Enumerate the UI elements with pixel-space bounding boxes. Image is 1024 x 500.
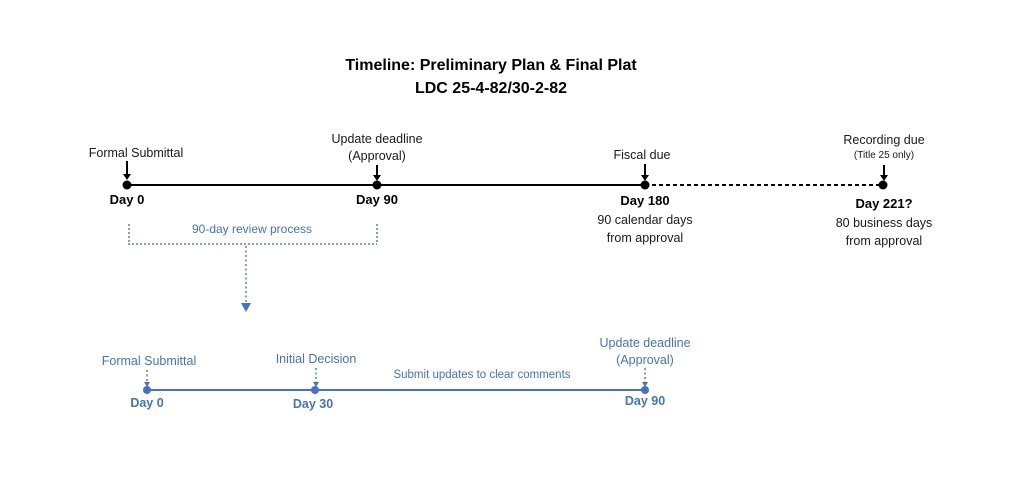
main-event-day180-note2: from approval bbox=[606, 230, 684, 245]
main-event-day180-note1: 90 calendar days bbox=[597, 212, 693, 227]
down-arrow-icon bbox=[641, 164, 649, 181]
down-arrow-icon bbox=[373, 165, 381, 181]
down-arrow-icon bbox=[642, 368, 648, 387]
sub-event-update-deadline-line1: Update deadline bbox=[599, 336, 691, 350]
down-arrow-icon bbox=[144, 370, 150, 387]
main-event-update-deadline-line2: (Approval) bbox=[348, 148, 406, 163]
sub-dot-day90 bbox=[641, 386, 649, 394]
main-event-formal-submittal-label: Formal Submittal bbox=[88, 146, 184, 160]
sub-timeline-line bbox=[147, 389, 645, 391]
sub-event-initial-decision-label: Initial Decision bbox=[275, 352, 357, 366]
down-arrow-icon bbox=[241, 246, 251, 312]
diagram-title-line2: LDC 25-4-82/30-2-82 bbox=[414, 80, 568, 97]
sub-event-day30-label: Day 30 bbox=[292, 397, 334, 411]
main-dot-day221 bbox=[878, 180, 888, 190]
main-timeline-solid-line bbox=[127, 184, 645, 186]
sub-event-day0-label: Day 0 bbox=[130, 396, 164, 410]
main-event-update-deadline-line1: Update deadline bbox=[331, 132, 423, 146]
down-arrow-icon bbox=[313, 368, 319, 387]
main-event-recording-due-block: Recording due (Title 25 only) bbox=[843, 132, 924, 164]
main-event-update-deadline-label: Update deadline (Approval) bbox=[331, 131, 422, 164]
main-dot-day0 bbox=[122, 180, 132, 190]
main-event-recording-due-label: Recording due bbox=[843, 133, 925, 147]
review-process-annotation: 90-day review process bbox=[191, 222, 313, 236]
diagram-title-line1: Timeline: Preliminary Plan & Final Plat bbox=[345, 57, 637, 74]
bracket-left-tick bbox=[128, 224, 130, 244]
main-event-day90-label: Day 90 bbox=[356, 192, 398, 207]
bracket-bottom-line bbox=[128, 243, 377, 245]
sub-dot-day30 bbox=[311, 386, 319, 394]
main-event-recording-due-sublabel: (Title 25 only) bbox=[853, 150, 915, 161]
main-event-day221-note2: from approval bbox=[845, 233, 923, 248]
sub-event-update-deadline-line2: (Approval) bbox=[616, 352, 674, 367]
main-event-day0-label: Day 0 bbox=[109, 192, 145, 207]
main-event-day221-block: Day 221? 80 business days from approval bbox=[836, 195, 933, 250]
main-dot-day90 bbox=[372, 180, 382, 190]
down-arrow-icon bbox=[880, 165, 888, 181]
sub-event-day90-label: Day 90 bbox=[624, 394, 666, 408]
down-arrow-icon bbox=[123, 161, 131, 180]
main-event-day221-label: Day 221? bbox=[855, 196, 913, 211]
main-event-day180-block: Day 180 90 calendar days from approval bbox=[597, 192, 692, 247]
main-timeline-dashed-line bbox=[645, 184, 884, 186]
submit-updates-annotation: Submit updates to clear comments bbox=[393, 369, 571, 381]
main-event-fiscal-due-label: Fiscal due bbox=[613, 148, 671, 162]
main-event-day180-label: Day 180 bbox=[620, 193, 670, 208]
bracket-right-tick bbox=[376, 224, 378, 244]
sub-event-update-deadline-block: Update deadline (Approval) bbox=[599, 335, 690, 368]
main-event-day221-note1: 80 business days bbox=[835, 215, 933, 230]
sub-event-formal-submittal-label: Formal Submittal bbox=[101, 354, 197, 368]
sub-dot-day0 bbox=[143, 386, 151, 394]
main-dot-day180 bbox=[640, 180, 650, 190]
